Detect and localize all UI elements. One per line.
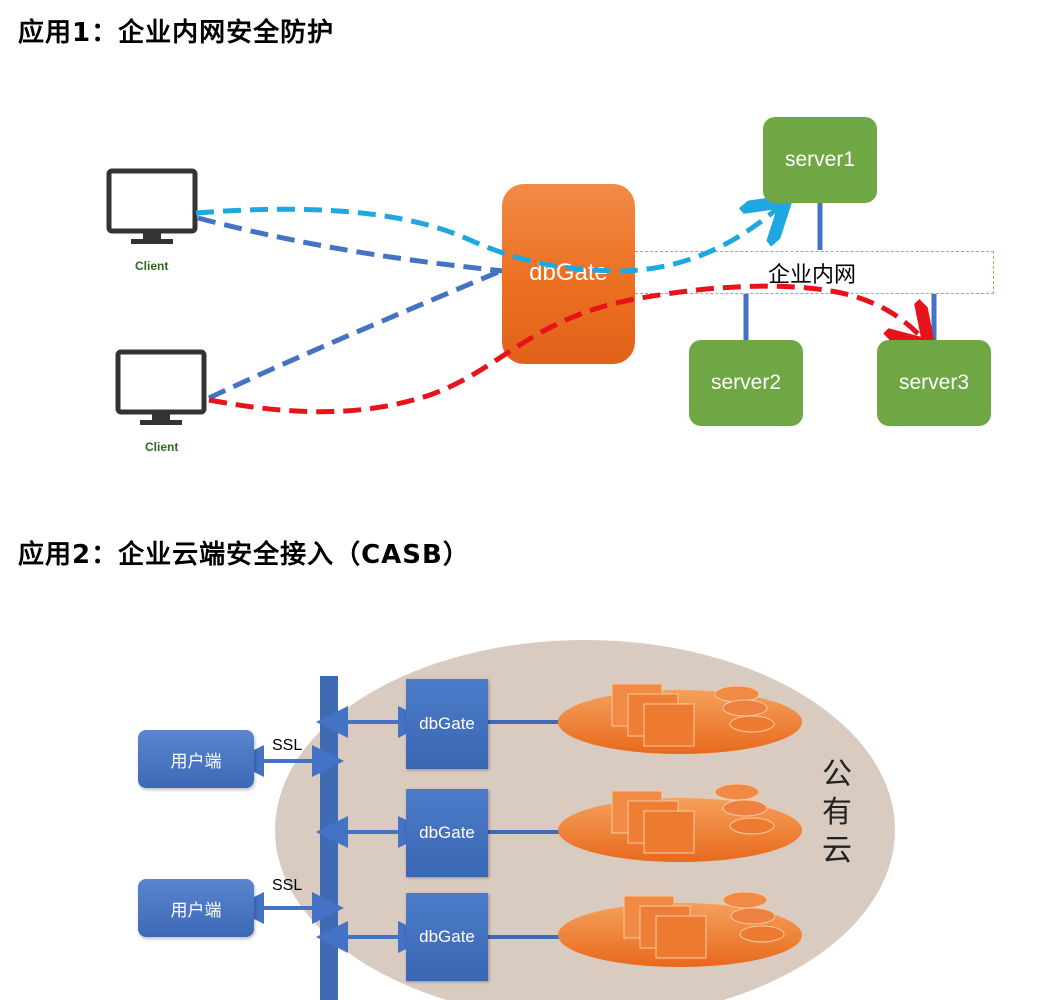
user-label: 用户端: [170, 751, 222, 772]
client-label: Client: [145, 440, 179, 454]
dbgate-label: dbGate: [419, 823, 475, 842]
dbgate-node-3: dbGate: [406, 893, 488, 981]
ssl-label: SSL: [272, 737, 303, 754]
dbgate-label: dbGate: [419, 714, 475, 733]
user-client-2: 用户端: [138, 879, 254, 937]
dbgate-node-1: dbGate: [406, 679, 488, 769]
server-label: server3: [898, 371, 970, 394]
cloud-platform: [558, 683, 802, 754]
cloud-char: 云: [822, 833, 852, 868]
client-label: Client: [135, 259, 169, 273]
network-bus: [320, 676, 338, 1000]
cloud-platform: [558, 891, 802, 967]
section1-title: 应用1：企业内网安全防护: [18, 18, 335, 48]
dbgate-node-2: dbGate: [406, 789, 488, 877]
dbgate-label: dbGate: [419, 927, 475, 946]
server2-node: server2: [689, 340, 803, 426]
section2-title: 应用2：企业云端安全接入（CASB）: [18, 540, 470, 570]
cloud-char: 公: [822, 757, 852, 792]
cloud-char: 有: [822, 795, 852, 830]
server-label: server1: [784, 148, 856, 171]
intranet-label: 企业内网: [767, 262, 856, 288]
user-label: 用户端: [170, 900, 222, 921]
server-label: server2: [710, 371, 782, 394]
client-monitor-icon: [106, 168, 198, 244]
public-cloud-label: 公 有 云: [820, 756, 854, 870]
cloud-platform: [558, 783, 802, 862]
ssl-label: SSL: [272, 877, 303, 894]
server1-node: server1: [763, 117, 877, 203]
client-monitor-icon: [115, 349, 207, 425]
server3-node: server3: [877, 340, 991, 426]
user-client-1: 用户端: [138, 730, 254, 788]
